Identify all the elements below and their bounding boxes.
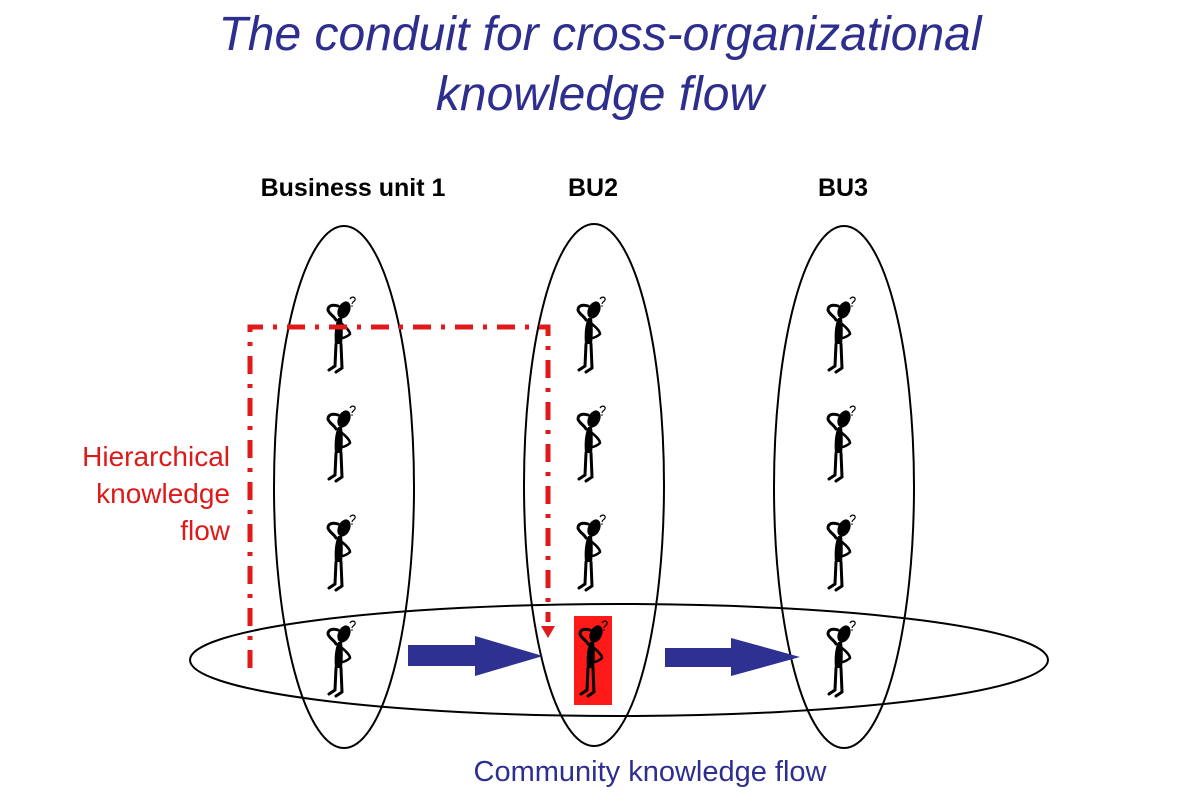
business-unit-1-ellipse (273, 225, 415, 749)
person-icon (826, 405, 857, 483)
bu3-label: BU3 (817, 174, 868, 202)
hierarchical-label-line-2: knowledge (96, 478, 230, 509)
business-unit-1-label: Business unit 1 (260, 174, 446, 202)
person-icon (826, 296, 857, 374)
community-flow-label: Community knowledge flow (473, 756, 827, 788)
person-icon (326, 296, 357, 374)
hierarchical-flow-label: Hierarchical knowledge flow (82, 438, 230, 549)
person-icon (576, 405, 607, 483)
bu1-people (326, 296, 357, 698)
bu3-people (826, 296, 857, 698)
title-line-2: knowledge flow (435, 68, 765, 121)
bu2-ellipse (523, 223, 665, 747)
person-icon (576, 514, 607, 592)
community-ellipse (189, 603, 1049, 717)
hierarchical-flow-path (247, 324, 551, 668)
community-arrow-2 (665, 638, 800, 676)
community-arrow-1 (408, 636, 543, 676)
person-icon (326, 405, 357, 483)
hierarchical-label-line-3: flow (180, 515, 230, 546)
hierarchical-label-line-1: Hierarchical (82, 441, 230, 472)
bu2-label: BU2 (567, 174, 618, 202)
person-icon (576, 296, 607, 374)
person-icon (826, 620, 857, 698)
person-icon (326, 514, 357, 592)
title-line-1: The conduit for cross-organizational (218, 8, 982, 61)
person-icon (326, 620, 357, 698)
hierarchical-flow-arrowhead (541, 626, 555, 638)
person-icon (826, 514, 857, 592)
bu3-ellipse (773, 225, 915, 749)
